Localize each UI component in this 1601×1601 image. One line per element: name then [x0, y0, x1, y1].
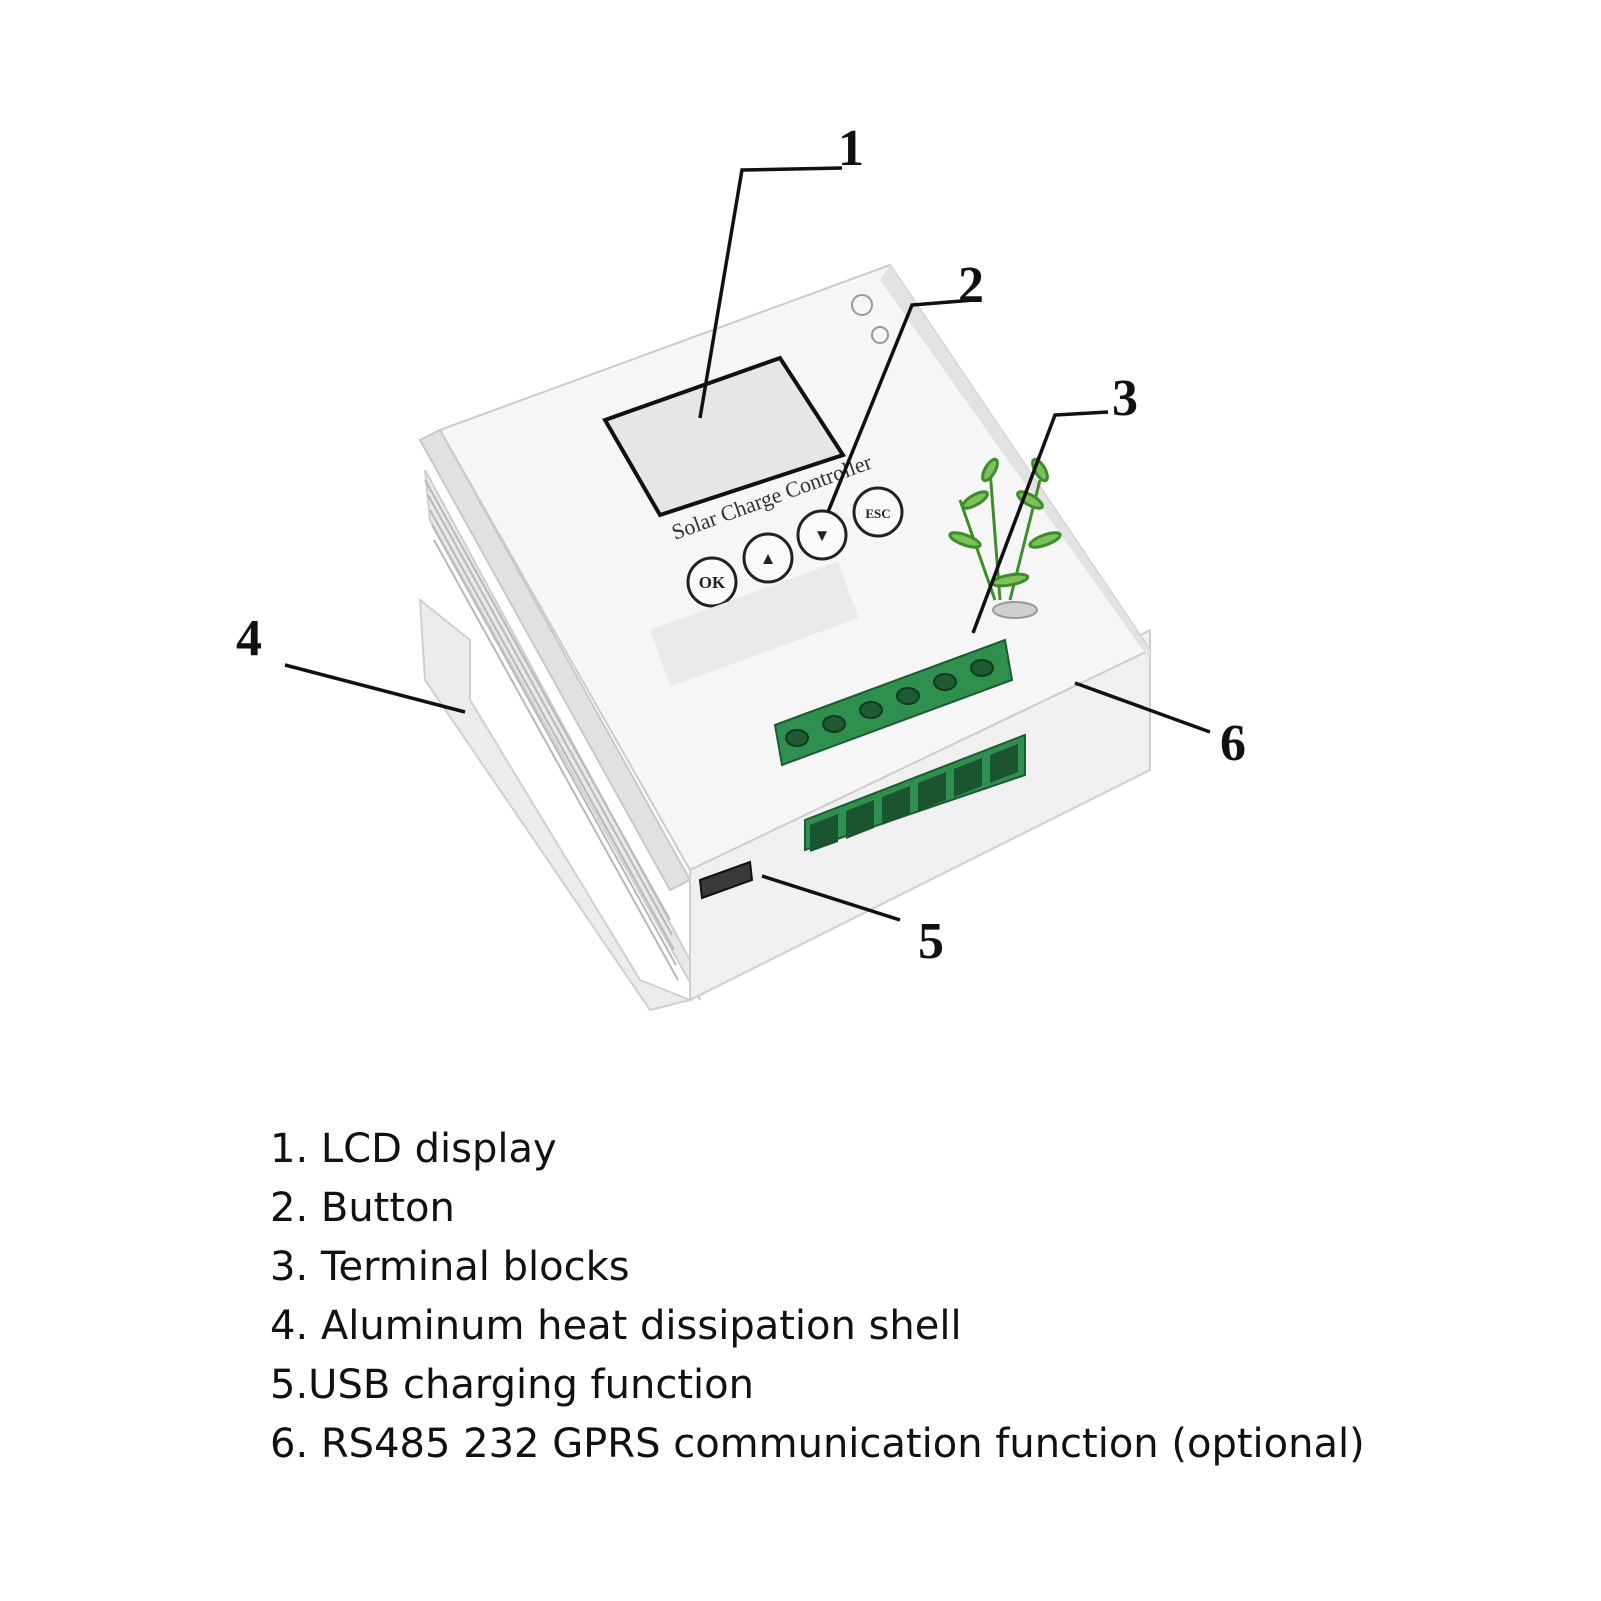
- legend-item-4: 4. Aluminum heat dissipation shell: [270, 1303, 962, 1349]
- callout-4: 4: [236, 610, 262, 667]
- terminal-blocks: [773, 638, 1014, 767]
- callout-1: 1: [838, 120, 864, 177]
- legend-item-6: 6. RS485 232 GPRS communication function…: [270, 1421, 1365, 1467]
- usb-port: [698, 860, 754, 900]
- fine-print: [649, 561, 859, 687]
- legend-item-1: 1. LCD display: [270, 1126, 557, 1172]
- callout-numbers: 1 2 3 4 5 6: [236, 120, 1246, 970]
- callout-5: 5: [918, 913, 944, 970]
- decorative-icons: [851, 294, 889, 344]
- button-esc-label: ESC: [865, 506, 890, 521]
- legend-list: 1. LCD display 2. Button 3. Terminal blo…: [270, 1120, 1365, 1474]
- callout-2: 2: [958, 257, 984, 314]
- lcd-display: [602, 355, 847, 518]
- plant-graphic: [948, 457, 1062, 619]
- button-up-label: ▲: [760, 549, 777, 568]
- button-down-label: ▼: [814, 526, 831, 545]
- heat-dissipation-shell: [418, 428, 701, 1012]
- button-group[interactable]: OK ▲ ▼ ESC: [686, 486, 904, 608]
- terminal-openings: [804, 733, 1026, 852]
- button-ok-label: OK: [699, 573, 726, 592]
- leader-lines: [284, 166, 1211, 922]
- legend-item-2: 2. Button: [270, 1185, 455, 1231]
- callout-6: 6: [1220, 715, 1246, 772]
- callout-3: 3: [1112, 370, 1138, 427]
- legend-item-5: 5.USB charging function: [270, 1362, 754, 1408]
- legend-item-3: 3. Terminal blocks: [270, 1244, 630, 1290]
